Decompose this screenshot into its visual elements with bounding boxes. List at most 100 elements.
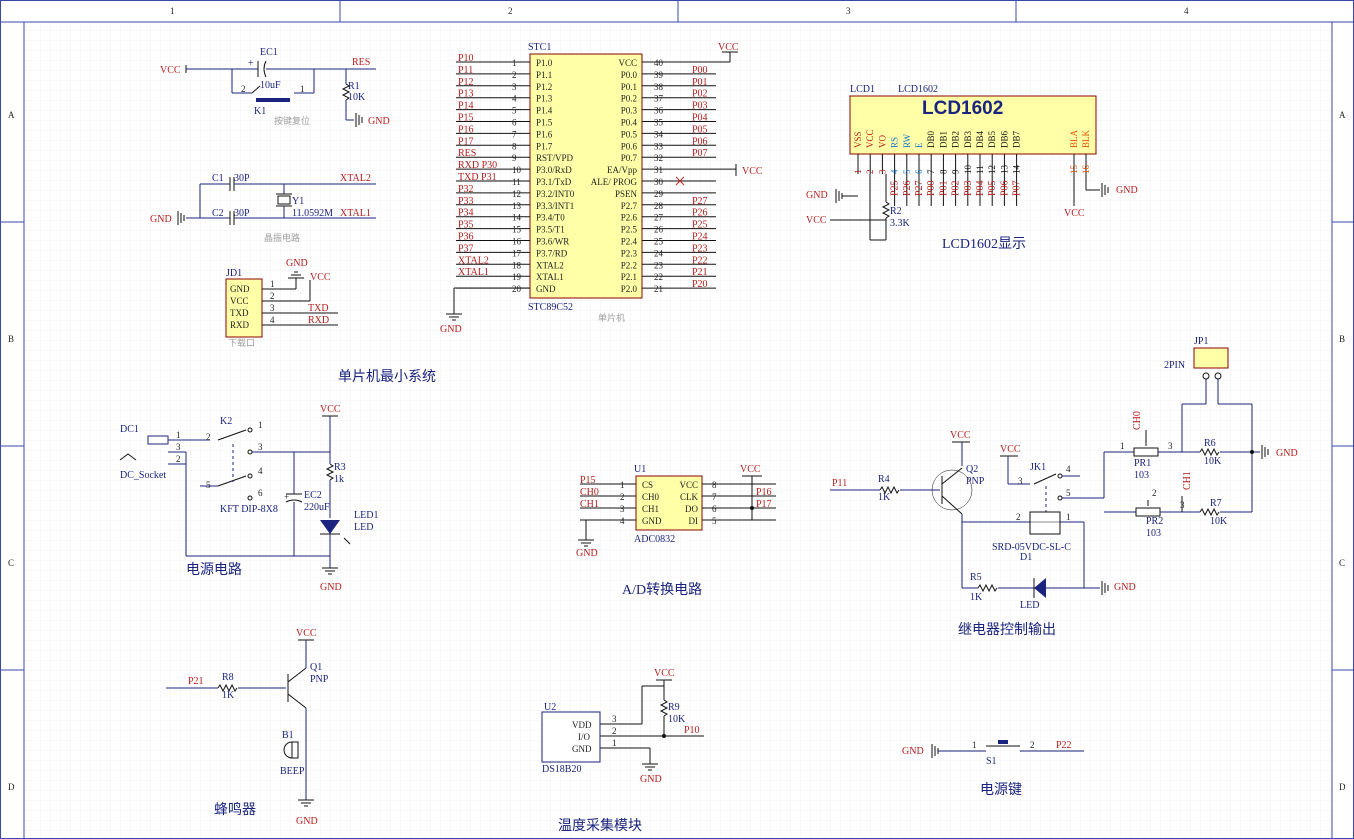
stc-left-pin-num: 1: [512, 58, 517, 68]
lcd-pin-name: E: [914, 142, 924, 148]
lcd-pin-name: DB5: [987, 130, 997, 148]
lcd-pin-num: 11: [975, 165, 985, 174]
u2-part: DS18B20: [542, 764, 581, 775]
adc-left-net-label: P15: [580, 475, 596, 486]
lcd-net-label: P06: [999, 180, 1010, 196]
stc-gnd-label: GND: [440, 324, 462, 335]
lcd-pin-num: 7: [926, 169, 936, 174]
temp-p10-net: P10: [684, 725, 700, 736]
stc-right-net-label: P04: [692, 113, 708, 124]
lcd-pin-name: RW: [902, 133, 912, 148]
stc-left-pin-name: XTAL1: [536, 272, 564, 282]
stc-right-pin-name: P2.4: [621, 237, 638, 247]
stc-right-pin-name: PSEN: [615, 189, 638, 199]
lcd-pin-num: 1: [853, 170, 863, 175]
stc-right-net-label: P21: [692, 267, 708, 278]
buzzer-circuit: VCC P21 R8 1K Q1 PNP B1 BEEP GND 蜂鸣器: [166, 628, 329, 827]
lcd-vcc2-label: VCC: [1064, 208, 1085, 219]
dc-pin-2: 2: [176, 454, 181, 464]
jd1-num-3: 3: [270, 303, 275, 313]
row-label-c: C: [8, 558, 14, 568]
r1-value: 10K: [348, 92, 366, 103]
download-port: JD1 GND VCC TXD RXD 1 2 3 4 GND VCC TXD …: [225, 258, 338, 348]
c1-value: 30P: [234, 173, 250, 184]
stc-left-pin-name: P1.6: [536, 129, 553, 139]
c2-value: 30P: [234, 208, 250, 219]
stc-left-pin-num: 6: [512, 118, 517, 128]
stc-left-net-label: P10: [458, 53, 474, 64]
jd1-txd-net: TXD: [308, 303, 329, 314]
r8-value: 1K: [222, 690, 235, 701]
lcd-pin-num: 5: [902, 169, 912, 174]
lcd-net-label: P05: [987, 180, 998, 196]
stc-right-pin-num: 33: [654, 141, 664, 151]
jp1-type: 2PIN: [1164, 360, 1185, 371]
r2-value: 3.3K: [890, 218, 911, 229]
adc-left-pin-num: 3: [620, 504, 625, 514]
stc-left-pin-name: P3.2/INT0: [536, 189, 575, 199]
reset-circuit: VCC EC1 + 10uF 2 1 K1 按键复位 RES R1 10K GN…: [160, 47, 390, 127]
lcd-part: LCD1602: [898, 84, 938, 95]
section-mcu-minimal: 单片机最小系统: [338, 369, 436, 385]
stc-right-pin-name: P2.6: [621, 213, 638, 223]
lcd-pin-name: VSS: [853, 131, 863, 148]
pr1-pin-1: 1: [1120, 441, 1125, 451]
lcd-pin-num: 14: [1012, 165, 1022, 175]
stc-right-pin-num: 35: [654, 118, 664, 128]
stc-right-pin-num: 28: [654, 201, 664, 211]
lcd-gnd-label: GND: [806, 190, 828, 201]
adc-left-pin-name: GND: [642, 516, 662, 526]
stc-right-net-label: P26: [692, 208, 708, 219]
adc-right-pin-num: 5: [712, 516, 717, 526]
pr2-ch1-net: CH1: [1182, 471, 1193, 490]
lcd-pin-num: 8: [938, 169, 948, 174]
stc-left-pin-num: 4: [512, 94, 517, 104]
crystal-circuit: C1 30P C2 30P Y1 11.0592M XTAL2 XTAL1 GN…: [150, 173, 376, 243]
r6-value: 10K: [1204, 456, 1222, 467]
u2-pin-gnd: GND: [572, 744, 592, 754]
lcd-pin-num: 9: [951, 169, 961, 174]
s1-pin-2: 2: [1030, 740, 1035, 750]
temp-gnd-label: GND: [640, 774, 662, 785]
r9-ref: R9: [668, 702, 680, 713]
jd1-num-2: 2: [270, 291, 275, 301]
stc-left-net-label: XTAL1: [458, 267, 489, 278]
stc-left-net-label: P12: [458, 77, 474, 88]
row-label-a: A: [8, 110, 15, 120]
stc-right-pin-num: 36: [654, 106, 664, 116]
pkey-p22-net: P22: [1056, 740, 1072, 751]
power-circuit: DC1 DC_Socket 1 3 2 K2 2 1 3 4 5 6 KFT D…: [119, 404, 378, 593]
mcu-caption: 单片机: [598, 312, 625, 323]
stc-right-pin-num: 24: [654, 248, 664, 258]
k2-pin-2: 2: [206, 432, 211, 442]
k2-pin-5: 5: [206, 480, 211, 490]
dc-socket-label: DC_Socket: [120, 470, 166, 481]
adc-ref: U1: [634, 464, 646, 475]
stc-left-net-label: P16: [458, 124, 474, 135]
adc-right-pin-num: 6: [712, 504, 717, 514]
stc-right-pin-num: 21: [654, 284, 663, 294]
b1-label: BEEP: [280, 766, 305, 777]
stc-right-pin-name: P0.2: [621, 94, 637, 104]
stc-left-net-label: P11: [458, 65, 473, 76]
stc-left-pin-name: P3.6/WR: [536, 237, 569, 247]
adc-right-pin-num: 8: [712, 480, 717, 490]
stc-right-pin-name: P2.3: [621, 248, 638, 258]
stc-right-pin-name: ALE/ PROG: [591, 177, 638, 187]
u2-num-1: 1: [612, 738, 617, 748]
stc-right-net-label: P06: [692, 136, 708, 147]
pr2-value: 103: [1146, 528, 1161, 539]
stc-right-pin-num: 23: [654, 260, 664, 270]
lcd-vcc-label: VCC: [806, 215, 827, 226]
stc-left-pin-num: 10: [512, 165, 522, 175]
lcd-pin-num: 13: [999, 165, 1009, 175]
lcd-pin-num: 16: [1081, 165, 1091, 175]
lcd-pin-name: BLA: [1069, 129, 1079, 148]
jd1-pin-rxd: RXD: [230, 320, 250, 330]
lcd-pin-name: RS: [890, 137, 900, 148]
section-power-key: 电源键: [980, 782, 1022, 798]
d1-led-label: LED: [1020, 600, 1039, 611]
